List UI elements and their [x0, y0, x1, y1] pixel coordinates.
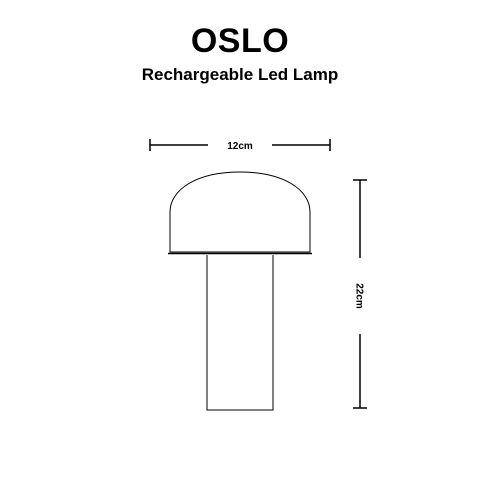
height-dimension: 22cm — [353, 179, 367, 409]
lamp-shade — [169, 171, 311, 253]
product-title: OSLO — [190, 22, 290, 60]
width-dimension: 12cm — [149, 139, 331, 152]
lamp-base — [206, 255, 274, 411]
width-dimension-label: 12cm — [227, 141, 253, 152]
product-subtitle: Rechargeable Led Lamp — [141, 65, 339, 84]
height-dimension-label: 22cm — [354, 283, 365, 309]
